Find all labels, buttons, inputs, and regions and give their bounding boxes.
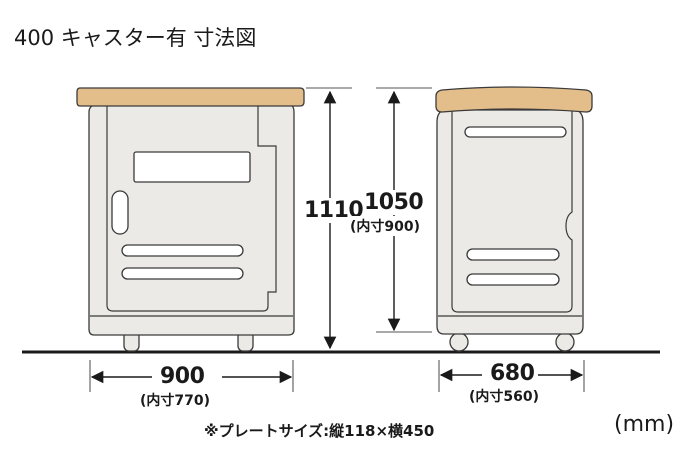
- left-width-label: 900: [160, 364, 205, 389]
- left-wood-top: [76, 87, 305, 107]
- left-door-panel: [106, 104, 277, 312]
- left-cabinet: [76, 87, 305, 352]
- right-top-vent: [464, 126, 567, 138]
- right-side-panel: [451, 110, 573, 313]
- right-caster-2: [555, 332, 575, 352]
- left-width-inner-label: (内寸770): [140, 393, 211, 409]
- right-width-label: 680: [490, 361, 535, 386]
- left-handle: [111, 190, 129, 235]
- right-vent-2: [466, 273, 560, 286]
- unit-label: (mm): [614, 412, 675, 437]
- left-window: [133, 151, 251, 183]
- right-wood-top: [435, 86, 593, 113]
- right-vent-1: [466, 248, 560, 261]
- right-caster-1: [449, 332, 469, 352]
- right-cabinet-body: [436, 109, 584, 335]
- left-vent-2: [121, 267, 244, 280]
- right-cabinet: [435, 86, 593, 352]
- diagram-title: 400 キャスター有 寸法図: [14, 26, 257, 50]
- right-height-inner-label: (内寸900): [350, 216, 421, 236]
- right-height-label: 1050: [364, 190, 424, 215]
- right-width-inner-label: (内寸560): [469, 389, 540, 405]
- left-vent-1: [121, 244, 244, 257]
- plate-size-note: ※プレートサイズ:縦118×横450: [204, 422, 435, 440]
